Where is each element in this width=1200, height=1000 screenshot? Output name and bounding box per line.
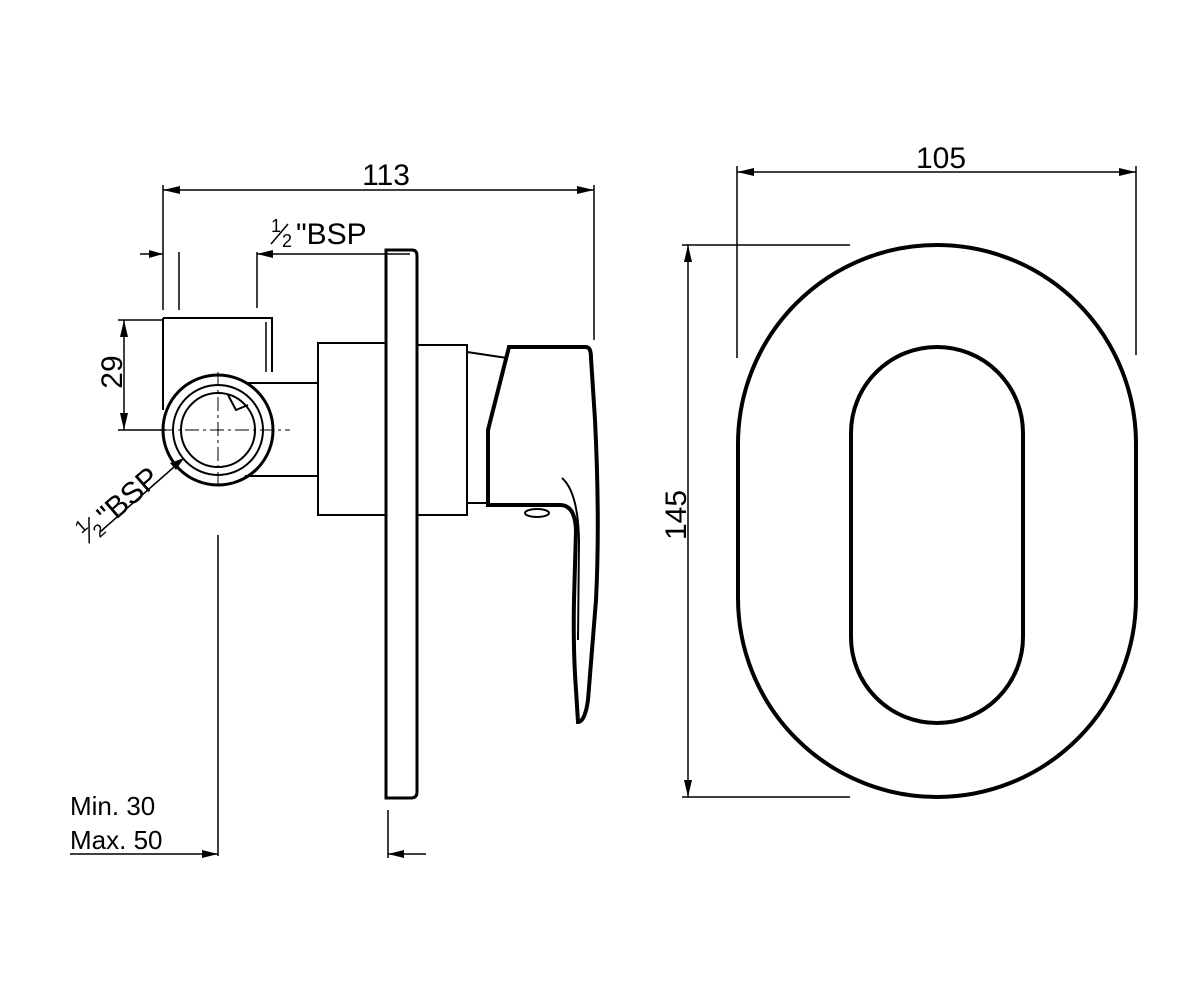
wall-depth-min: Min. 30 bbox=[70, 791, 155, 821]
inlet-housing bbox=[162, 317, 318, 477]
dim-plate-height: 145 bbox=[660, 490, 693, 540]
lever-handle bbox=[486, 345, 600, 725]
bonnet-neck bbox=[466, 351, 508, 504]
thread-top-suffix: "BSP bbox=[296, 218, 367, 251]
cover-plate-front-outer bbox=[736, 243, 1138, 799]
inlet-notch bbox=[227, 394, 249, 412]
thread-side-suffix: "BSP bbox=[91, 461, 166, 532]
cover-plate-side bbox=[384, 248, 419, 800]
dimensions-side: 113 1 2 "BSP 29 1 2 "BSP Min. 30 bbox=[70, 159, 595, 858]
dim-overall-depth: 113 bbox=[362, 159, 410, 192]
thread-top-den: 2 bbox=[282, 231, 292, 251]
handle-screw bbox=[524, 508, 550, 518]
side-view bbox=[160, 248, 600, 858]
wall-depth-max: Max. 50 bbox=[70, 825, 163, 855]
front-view bbox=[736, 243, 1138, 799]
cover-plate-front-inner bbox=[849, 345, 1025, 725]
lever-handle-highlight bbox=[561, 477, 581, 641]
dim-inlet-offset: 29 bbox=[96, 355, 129, 388]
bonnet bbox=[417, 344, 468, 516]
dimensions-front: 105 145 bbox=[660, 142, 1137, 798]
thread-label-side: 1 2 "BSP bbox=[71, 461, 166, 544]
thread-top-num: 1 bbox=[271, 216, 281, 236]
thread-label-top: 1 2 "BSP bbox=[270, 216, 367, 251]
valve-body bbox=[317, 342, 387, 516]
dim-plate-width: 105 bbox=[916, 142, 966, 175]
